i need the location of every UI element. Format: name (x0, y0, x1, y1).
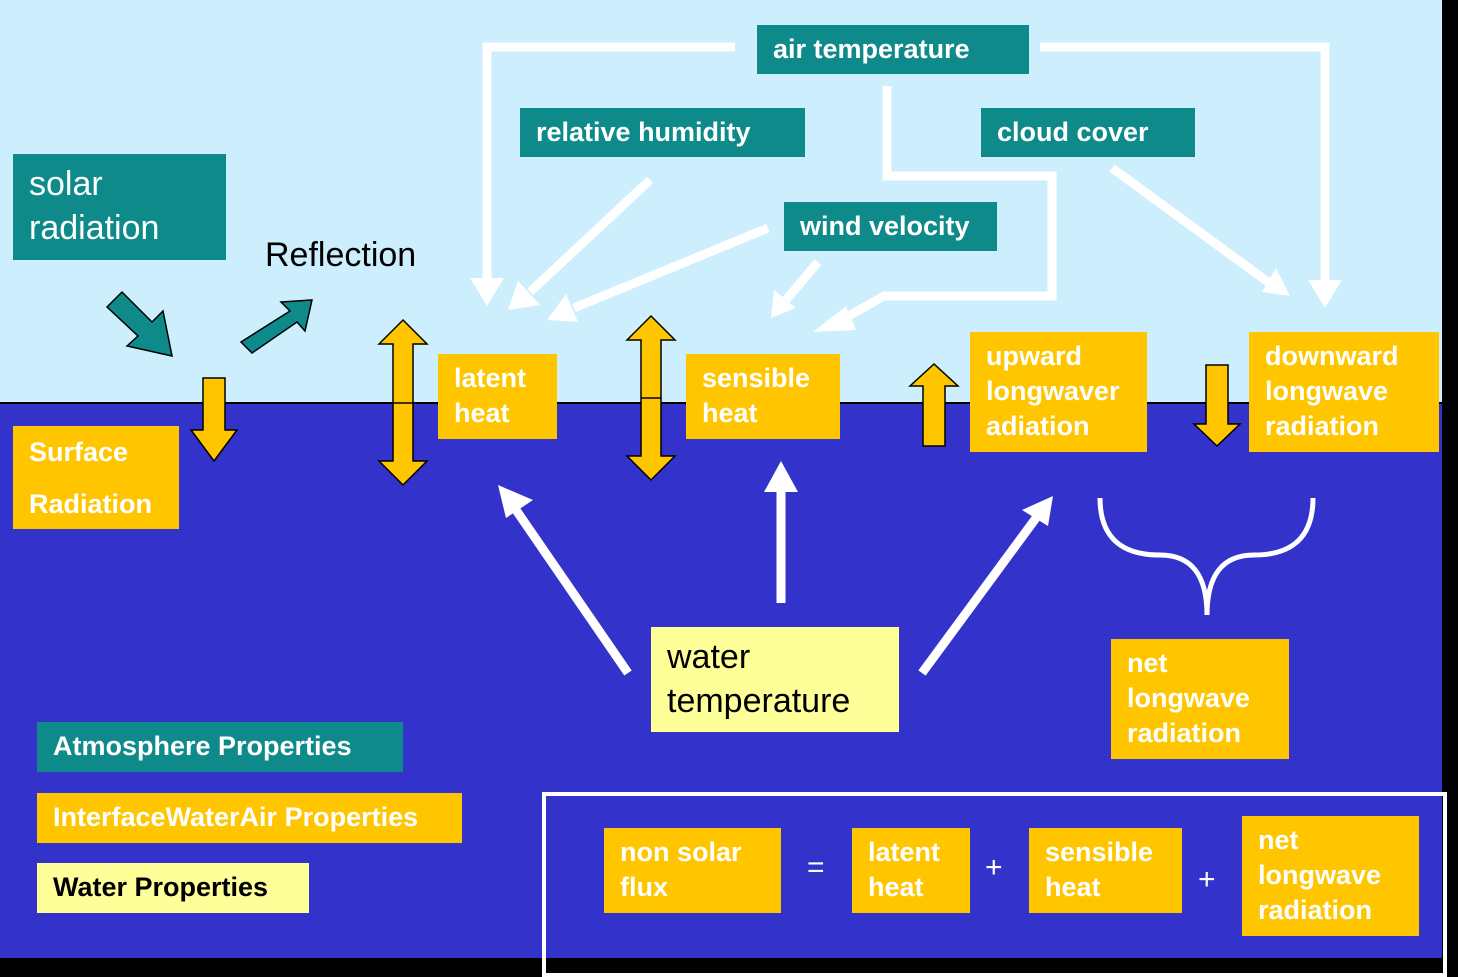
reflection-label: Reflection (265, 236, 417, 274)
water-to-latent-arrowhead (498, 485, 533, 518)
solar-incoming-arrow (105, 290, 173, 357)
air-temp-to-sensible-connector (835, 86, 1057, 326)
air-temp-to-sensible-arrowhead (813, 306, 856, 332)
legend-water: Water Properties (37, 863, 309, 913)
cloud-to-downward-line (1109, 164, 1271, 286)
humidity-to-latent-line (526, 176, 654, 296)
latent-heat-box: latent heat (438, 354, 557, 439)
downward-longwave-box: downward longwave radiation (1249, 332, 1439, 452)
water-to-sensible-arrowhead (764, 461, 798, 492)
wind-to-latent-arrowhead (547, 294, 578, 322)
water-to-upward-arrowhead (1022, 496, 1053, 526)
upward-longwave-arrow (908, 362, 960, 447)
legend-atmosphere: Atmosphere Properties (37, 722, 403, 772)
net-longwave-brace (1097, 497, 1316, 616)
air-temp-to-latent-connector (482, 42, 735, 288)
wind-velocity-box: wind velocity (784, 202, 997, 251)
sensible-heat-double-arrow (625, 314, 677, 482)
legend-interface: InterfaceWaterAir Properties (37, 793, 462, 843)
humidity-to-latent-arrowhead (508, 281, 540, 310)
formula-sensible-heat: sensible heat (1029, 828, 1182, 913)
air-temp-to-downward-connector (1040, 42, 1330, 290)
water-to-upward-line (918, 515, 1040, 676)
formula-plus-2: + (1198, 863, 1216, 896)
reflection-arrow (239, 299, 313, 354)
formula-non-solar-flux: non solar flux (604, 828, 781, 913)
latent-heat-double-arrow (377, 318, 429, 487)
cloud-to-downward-arrowhead (1262, 268, 1290, 296)
net-longwave-box: net longwave radiation (1111, 639, 1289, 759)
water-to-latent-line (512, 507, 632, 676)
formula-plus-1: + (985, 851, 1003, 884)
air-temp-to-downward-arrowhead (1308, 280, 1342, 308)
formula-net-longwave: net longwave radiation (1242, 816, 1419, 936)
surface-radiation-down-arrow (189, 377, 239, 463)
solar-radiation-box: solar radiation (13, 154, 226, 260)
formula-latent-heat: latent heat (852, 828, 970, 913)
sensible-heat-box: sensible heat (686, 354, 840, 439)
surface-radiation-box: Surface Radiation (13, 426, 179, 529)
wind-to-sensible-line (782, 259, 822, 303)
air-temperature-box: air temperature (757, 25, 1029, 74)
atmosphere-region (0, 0, 1442, 403)
upward-longwave-box: upward longwaver adiation (970, 332, 1147, 452)
cloud-cover-box: cloud cover (981, 108, 1195, 157)
wind-to-sensible-arrowhead (771, 290, 796, 318)
wind-to-latent-line (572, 223, 770, 313)
relative-humidity-box: relative humidity (520, 108, 805, 157)
air-temp-to-latent-arrowhead (470, 278, 504, 306)
formula-equals: = (807, 851, 825, 884)
downward-longwave-arrow (1192, 364, 1242, 448)
water-temperature-box: water temperature (651, 627, 899, 732)
